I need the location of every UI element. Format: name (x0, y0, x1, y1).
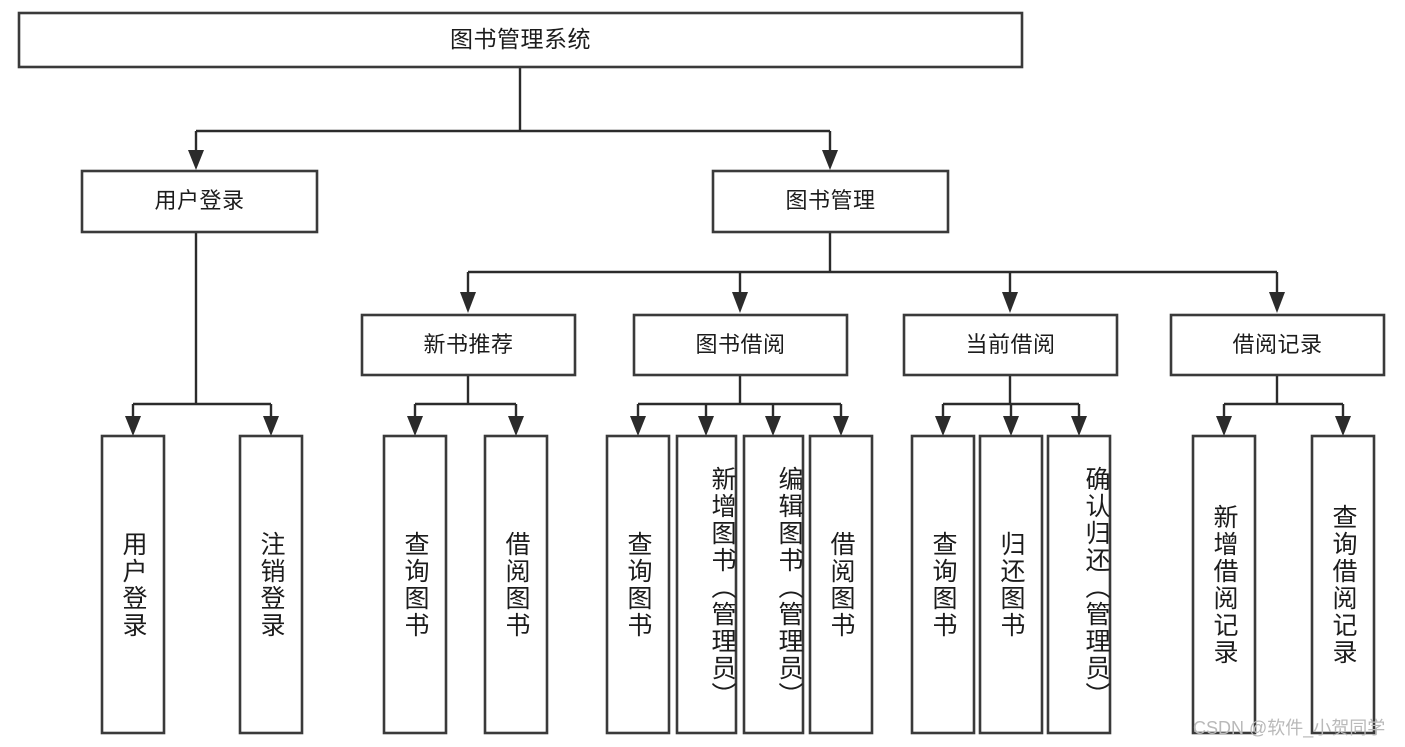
arrowhead-leaf-edit-book (765, 416, 781, 436)
node-box-leaf-query-book-3[interactable] (910, 434, 976, 735)
arrowhead-new-book-recommend (460, 292, 476, 313)
node-box-leaf-add-record[interactable] (1191, 434, 1257, 735)
node-box-leaf-borrow-book-1[interactable] (483, 434, 549, 735)
node-box-current-borrow[interactable] (902, 313, 1119, 377)
arrowhead-leaf-query-book-1 (407, 416, 423, 436)
connector-group-user-login (125, 232, 279, 436)
node-box-leaf-add-book[interactable] (675, 434, 738, 735)
connector-group-book-management (460, 232, 1285, 313)
node-box-book-management[interactable] (711, 169, 950, 234)
node-box-borrow-record[interactable] (1169, 313, 1386, 377)
connector-group-current-borrow (935, 375, 1087, 436)
arrowhead-user-login (188, 150, 204, 170)
node-box-user-login[interactable] (80, 169, 319, 234)
arrowhead-book-borrow (732, 292, 748, 313)
arrowhead-leaf-add-record (1216, 416, 1232, 436)
node-box-new-book-recommend[interactable] (360, 313, 577, 377)
arrowhead-leaf-query-record (1335, 416, 1351, 436)
node-box-leaf-borrow-book-2[interactable] (808, 434, 874, 735)
arrowhead-leaf-borrow-book-2 (833, 416, 849, 436)
node-box-leaf-query-book-1[interactable] (382, 434, 448, 735)
arrowhead-current-borrow (1002, 292, 1018, 313)
arrowhead-leaf-logout (263, 416, 279, 436)
connector-group-root (188, 67, 838, 170)
node-box-root[interactable] (17, 11, 1024, 69)
node-box-leaf-query-record[interactable] (1310, 434, 1376, 735)
arrowhead-leaf-user-login (125, 416, 141, 436)
node-box-leaf-confirm-return[interactable] (1046, 434, 1112, 735)
connector-group-book-borrow (630, 375, 849, 436)
arrowhead-borrow-record (1269, 292, 1285, 313)
arrowhead-leaf-return-book (1003, 416, 1019, 436)
connector-group-new-book-recommend (407, 375, 524, 436)
arrowhead-leaf-confirm-return (1071, 416, 1087, 436)
node-box-leaf-return-book[interactable] (978, 434, 1044, 735)
arrowhead-leaf-add-book (698, 416, 714, 436)
connector-group-borrow-record (1216, 375, 1351, 436)
arrowhead-leaf-query-book-2 (630, 416, 646, 436)
node-box-leaf-edit-book[interactable] (742, 434, 805, 735)
node-box-leaf-query-book-2[interactable] (605, 434, 671, 735)
node-box-leaf-logout[interactable] (238, 434, 304, 735)
arrowhead-leaf-borrow-book-1 (508, 416, 524, 436)
node-box-book-borrow[interactable] (632, 313, 849, 377)
arrowhead-book-management (822, 150, 838, 170)
arrowhead-leaf-query-book-3 (935, 416, 951, 436)
node-box-leaf-user-login[interactable] (100, 434, 166, 735)
